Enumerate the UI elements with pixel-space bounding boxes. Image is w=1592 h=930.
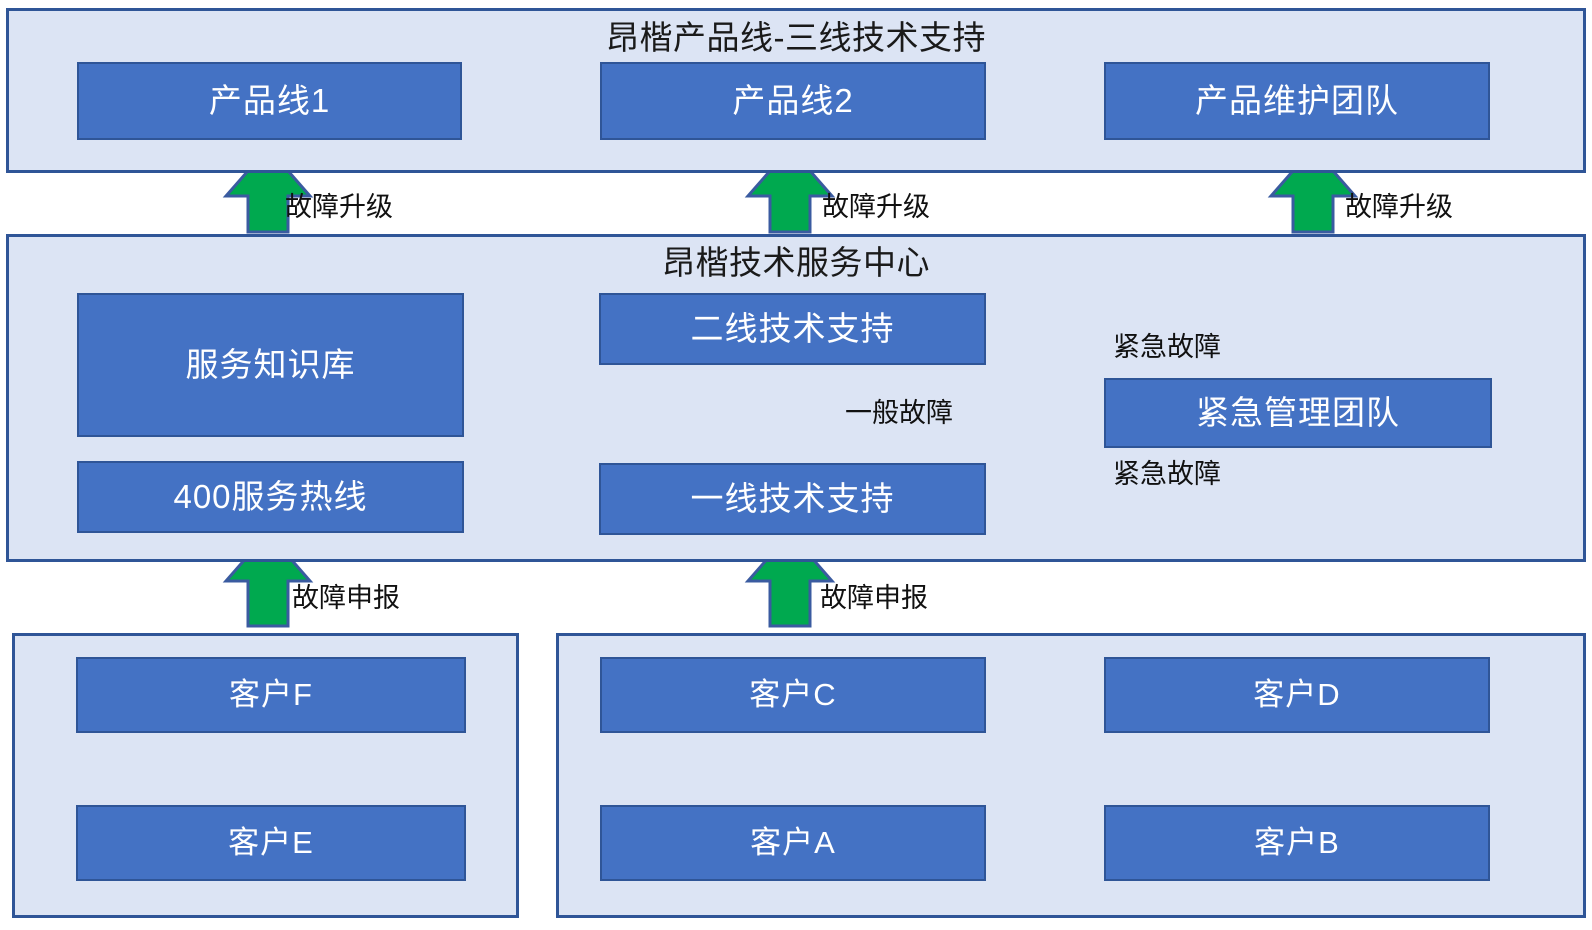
node-customer-f-label: 客户F [229,676,313,712]
node-product-line-1[interactable]: 产品线1 [77,62,462,140]
node-tier2-support[interactable]: 二线技术支持 [599,293,986,365]
node-customer-c[interactable]: 客户C [600,657,986,733]
node-emergency-management-team[interactable]: 紧急管理团队 [1104,378,1492,448]
node-product-line-1-label: 产品线1 [208,81,331,119]
node-customer-a-label: 客户A [750,824,836,860]
node-tier1-support[interactable]: 一线技术支持 [599,463,986,535]
label-urgent-fault-down: 紧急故障 [1113,332,1221,362]
label-urgent-fault-up: 紧急故障 [1113,459,1221,489]
node-400-hotline-label: 400服务热线 [173,477,368,515]
label-general-fault: 一般故障 [845,398,953,428]
node-customer-e-label: 客户E [228,824,314,860]
panel-service-center-title: 昂楷技术服务中心 [662,244,930,281]
node-product-maintenance-team[interactable]: 产品维护团队 [1104,62,1490,140]
panel-tier3-title: 昂楷产品线-三线技术支持 [606,19,986,56]
label-escalate-2: 故障升级 [822,192,930,222]
node-customer-d-label: 客户D [1253,676,1341,712]
node-tier1-support-label: 一线技术支持 [690,479,895,517]
node-customer-d[interactable]: 客户D [1104,657,1490,733]
node-service-knowledge-base[interactable]: 服务知识库 [77,293,464,437]
node-400-hotline[interactable]: 400服务热线 [77,461,464,533]
node-customer-e[interactable]: 客户E [76,805,466,881]
label-report-2: 故障申报 [820,583,928,613]
node-product-maintenance-team-label: 产品维护团队 [1195,81,1399,119]
node-customer-a[interactable]: 客户A [600,805,986,881]
label-escalate-3: 故障升级 [1345,192,1453,222]
node-service-knowledge-base-label: 服务知识库 [185,345,356,383]
node-customer-c-label: 客户C [749,676,837,712]
node-tier2-support-label: 二线技术支持 [690,309,895,347]
node-customer-b[interactable]: 客户B [1104,805,1490,881]
node-product-line-2[interactable]: 产品线2 [600,62,986,140]
label-report-1: 故障申报 [292,583,400,613]
node-customer-f[interactable]: 客户F [76,657,466,733]
node-product-line-2-label: 产品线2 [732,81,854,119]
node-customer-b-label: 客户B [1254,824,1340,860]
node-emergency-management-team-label: 紧急管理团队 [1196,393,1400,431]
label-escalate-1: 故障升级 [285,192,393,222]
